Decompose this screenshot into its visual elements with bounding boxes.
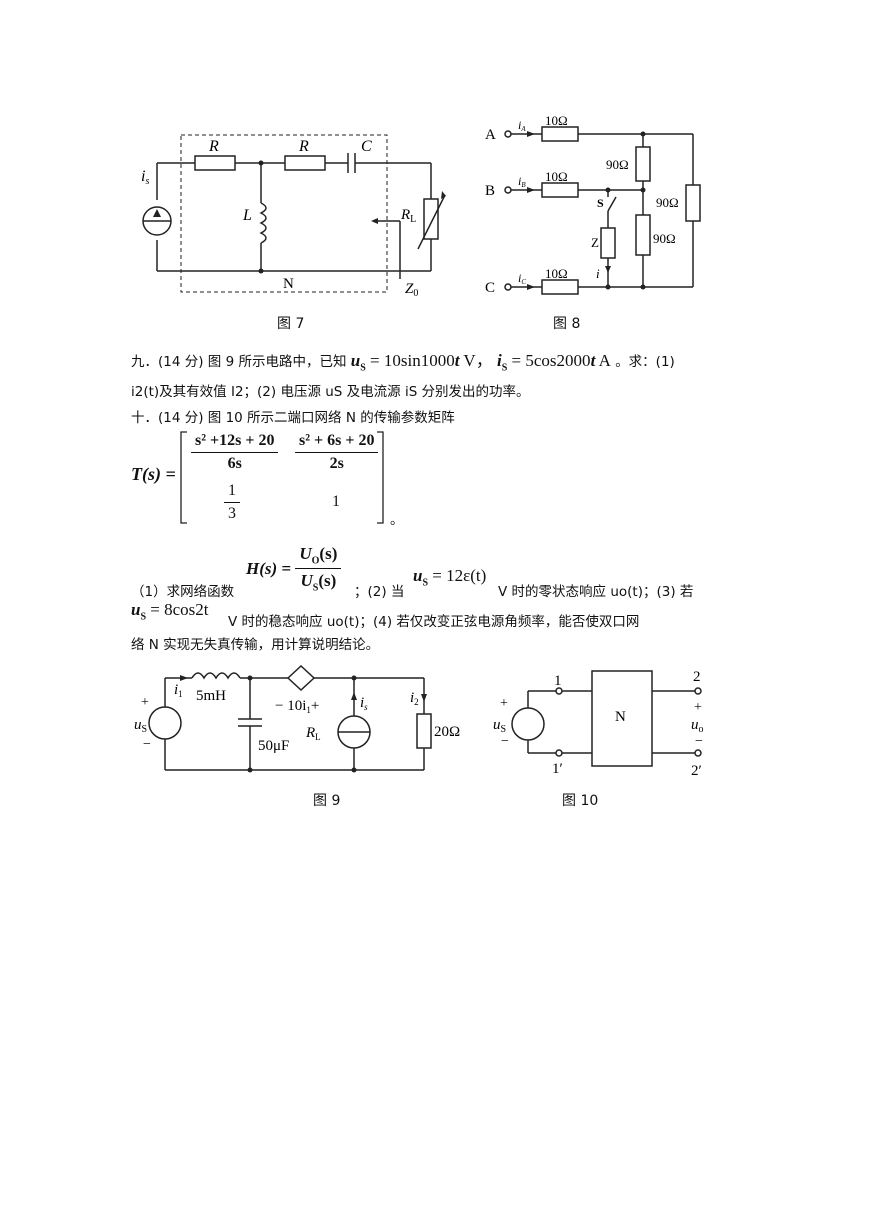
label-is: is	[360, 695, 368, 712]
figure-7-circuit: is R R C L RL N Z0	[141, 134, 446, 297]
label-i: i	[596, 266, 600, 281]
label-ic: iC	[518, 271, 526, 286]
label-r1: R	[208, 138, 219, 155]
voltage-source-symbol	[148, 706, 182, 740]
label-b: B	[485, 183, 495, 199]
label-c: C	[361, 138, 372, 155]
label-c-terminal: C	[485, 280, 495, 296]
label-z0: Z0	[405, 281, 418, 297]
port-2p-label: 2′	[691, 763, 702, 778]
port-1p-label: 1′	[552, 761, 563, 777]
figure-8-circuit: A B C iA iB iC 10Ω 10Ω 10Ω 90Ω 90Ω 90Ω S…	[485, 115, 701, 296]
label-plus-src: +	[500, 696, 508, 711]
network-function-h: H(s) = UO(s) US(s)	[246, 544, 342, 594]
dependent-voltage-source	[286, 664, 316, 692]
q9-is-expression: iS = 5cos2000t A	[497, 351, 611, 374]
label-minus-src: −	[143, 737, 151, 752]
label-plus-out: +	[694, 700, 702, 715]
label-r-c: 10Ω	[545, 266, 568, 281]
label-r-top: 90Ω	[606, 157, 629, 172]
label-n: N	[283, 276, 294, 292]
figure-10-circuit: + uS − 1 1′ N 2 + uo − 2′	[493, 669, 704, 778]
q10-p5: 络 N 实现无失真传输，用计算说明结论。	[131, 637, 380, 653]
matrix-m21: 1 3	[224, 482, 240, 523]
q10-us-cos: uS = 8cos2t	[131, 600, 209, 623]
caption-fig10: 图 10	[562, 793, 599, 809]
matrix-label: T(s) =	[131, 464, 176, 484]
matrix-m12: s² + 6s + 20 2s	[295, 432, 379, 473]
resistor-b-10	[541, 182, 579, 198]
label-minus-out: −	[695, 734, 703, 749]
port-2-label: 2	[693, 669, 701, 685]
label-5mh: 5mH	[196, 688, 226, 704]
q9-line1: 九．(14 分) 图 9 所示电路中，已知 uS = 10sin1000t V，…	[131, 346, 675, 373]
transmission-matrix: T(s) = s² +12s + 20 6s s² + 6s + 20 2s 1…	[131, 430, 404, 528]
caption-fig8: 图 8	[553, 316, 581, 332]
q10-p3: V 时的零状态响应 uo(t)；(3) 若	[498, 584, 694, 600]
inductor-5mh	[191, 672, 241, 680]
label-plus-src: +	[141, 695, 149, 710]
resistor-90-mid	[635, 214, 651, 256]
q9-prefix: 九．(14 分) 图 9 所示电路中，已知	[131, 354, 347, 370]
label-rl: RL	[400, 207, 416, 225]
label-r-right: 90Ω	[656, 195, 679, 210]
label-us: uS	[134, 717, 147, 735]
resistor-90-right	[685, 184, 701, 222]
caption-fig9: 图 9	[313, 793, 341, 809]
label-i2: i2	[410, 690, 419, 707]
label-20ohm: 20Ω	[434, 724, 460, 740]
resistor-r1	[194, 155, 236, 171]
label-ia: iA	[518, 118, 526, 133]
label-r-b: 10Ω	[545, 169, 568, 184]
label-50uf: 50μF	[258, 738, 289, 754]
label-r-a: 10Ω	[545, 115, 568, 128]
q9-suffix: 。求：(1)	[615, 354, 675, 370]
label-is: is	[141, 168, 149, 187]
resistor-a-10	[541, 126, 579, 142]
label-n: N	[615, 709, 626, 725]
impedance-z	[600, 227, 616, 259]
matrix-m22: 1	[332, 493, 340, 510]
q9-line2: i2(t)及其有效值 I2；(2) 电压源 uS 及电流源 iS 分别发出的功率…	[131, 384, 530, 400]
label-dependent: − 10i1+	[275, 698, 319, 715]
q10-line1: 十．(14 分) 图 10 所示二端口网络 N 的传输参数矩阵	[131, 410, 455, 426]
label-i1: i1	[174, 682, 183, 699]
q9-us-expression: uS = 10sin1000t V，	[350, 351, 493, 374]
resistor-90-top	[635, 146, 651, 182]
dashed-network-box	[180, 134, 388, 293]
port-1-label: 1	[554, 673, 562, 689]
label-l: L	[242, 207, 252, 224]
resistor-c-10	[541, 279, 579, 295]
matrix-end-mark: 。	[390, 512, 404, 528]
matrix-m11: s² +12s + 20 6s	[191, 432, 279, 473]
matrix-brackets	[180, 431, 384, 524]
two-port-box-n	[591, 670, 653, 767]
resistor-r2	[284, 155, 326, 171]
label-r-mid: 90Ω	[653, 231, 676, 246]
q10-p2: ；(2) 当	[354, 584, 405, 600]
label-ib: iB	[518, 174, 526, 189]
label-s: S	[597, 196, 604, 210]
label-minus-src: −	[501, 734, 509, 749]
inductor-l	[259, 202, 267, 244]
q10-p1: （1）求网络函数	[131, 584, 235, 600]
resistor-20	[416, 713, 432, 749]
voltage-source-symbol	[511, 707, 545, 741]
label-z: Z	[591, 235, 599, 250]
label-uo: uo	[691, 717, 704, 735]
label-r2: R	[298, 138, 309, 155]
figure-9-circuit: + uS − i1 5mH 50μF − 10i1+ RL is i2 20Ω	[134, 664, 460, 773]
label-a: A	[485, 127, 496, 143]
label-us: uS	[493, 717, 506, 735]
q10-us-step: uS = 12ε(t)	[413, 566, 487, 589]
caption-fig7: 图 7	[277, 316, 305, 332]
q10-p4: V 时的稳态响应 uo(t)；(4) 若仅改变正弦电源角频率，能否使双口网	[228, 614, 640, 630]
label-rl: RL	[305, 725, 321, 742]
